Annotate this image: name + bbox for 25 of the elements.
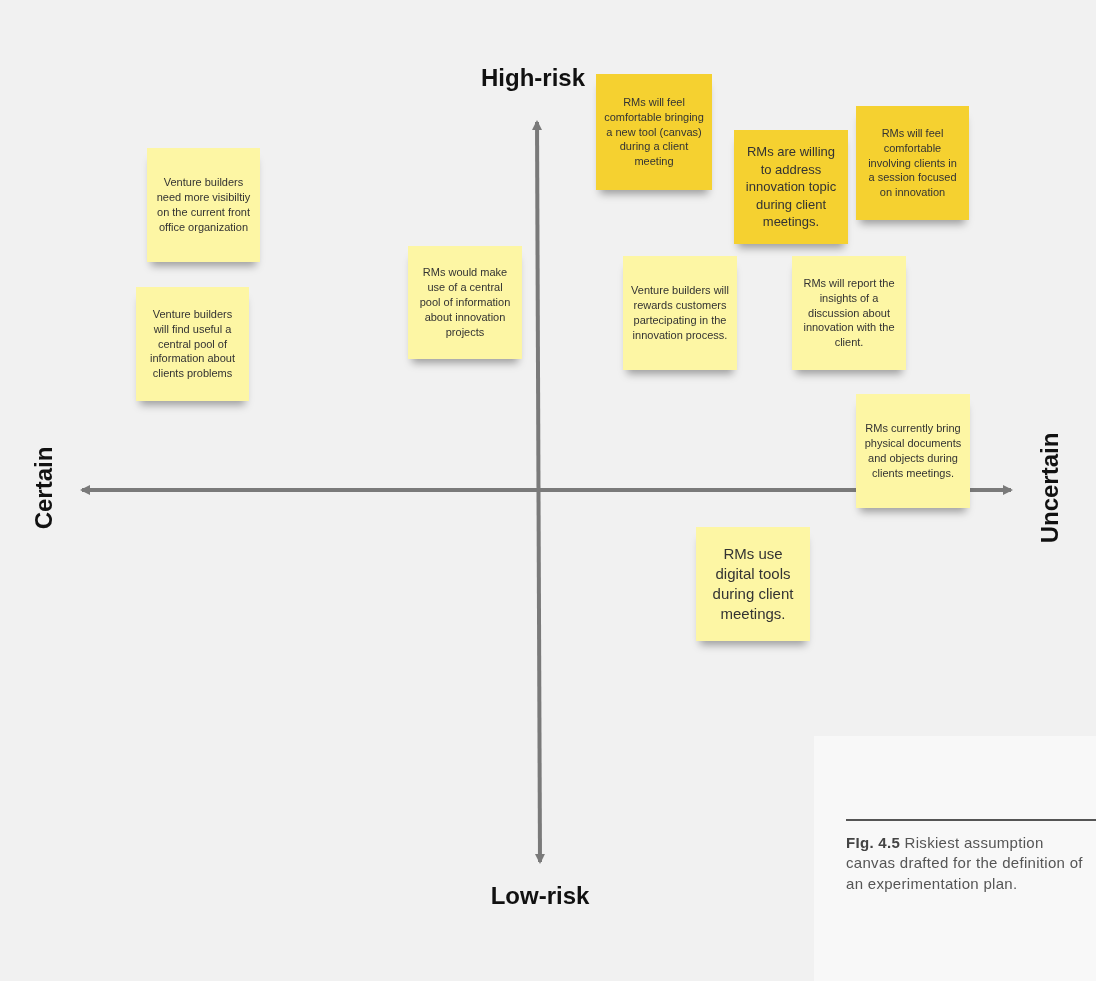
sticky-note bbox=[147, 148, 260, 262]
sticky-note bbox=[856, 106, 969, 220]
axis-label: High-risk bbox=[480, 66, 586, 90]
note-text: RMs will feel comfortable bringing a new tool (canvas) during a client meeting bbox=[604, 94, 704, 170]
note-text: RMs will feel comfortable involving clients in a session focused on innovation bbox=[867, 125, 958, 201]
sticky-note bbox=[408, 246, 522, 359]
sticky-note bbox=[596, 74, 712, 190]
note-text: RMs currently bring physical documents and objects during clients meetings. bbox=[864, 421, 962, 481]
note-text: Venture builders need more visibiltiy on the current front office organization bbox=[155, 175, 252, 235]
sticky-note bbox=[696, 527, 810, 641]
axis-label: Certain bbox=[32, 445, 56, 532]
axis-label: Uncertain bbox=[1038, 431, 1062, 546]
sticky-note bbox=[734, 130, 848, 244]
note-text: RMs will report the insights of a discussion about innovation with the client. bbox=[802, 275, 896, 351]
sticky-note bbox=[136, 287, 249, 401]
note-text: RMs use digital tools during client meetings. bbox=[711, 543, 795, 625]
note-text: Venture builders will rewards customers partecipating in the innovation process. bbox=[631, 283, 729, 343]
figure-caption: FIg. 4.5 Riskiest assumption canvas drafted for the definition of an experimentation plan. bbox=[846, 833, 1084, 894]
sticky-note bbox=[623, 256, 737, 370]
note-text: Venture builders will find useful a central pool of information about clients problems bbox=[149, 306, 236, 382]
note-text: RMs would make use of a central pool of information about innovation projects bbox=[418, 265, 512, 340]
sticky-note bbox=[856, 394, 970, 508]
sticky-note bbox=[792, 256, 906, 370]
axis-label: Low-risk bbox=[489, 884, 591, 908]
note-text: RMs are willing to address innovation topic during client meetings. bbox=[744, 143, 838, 231]
